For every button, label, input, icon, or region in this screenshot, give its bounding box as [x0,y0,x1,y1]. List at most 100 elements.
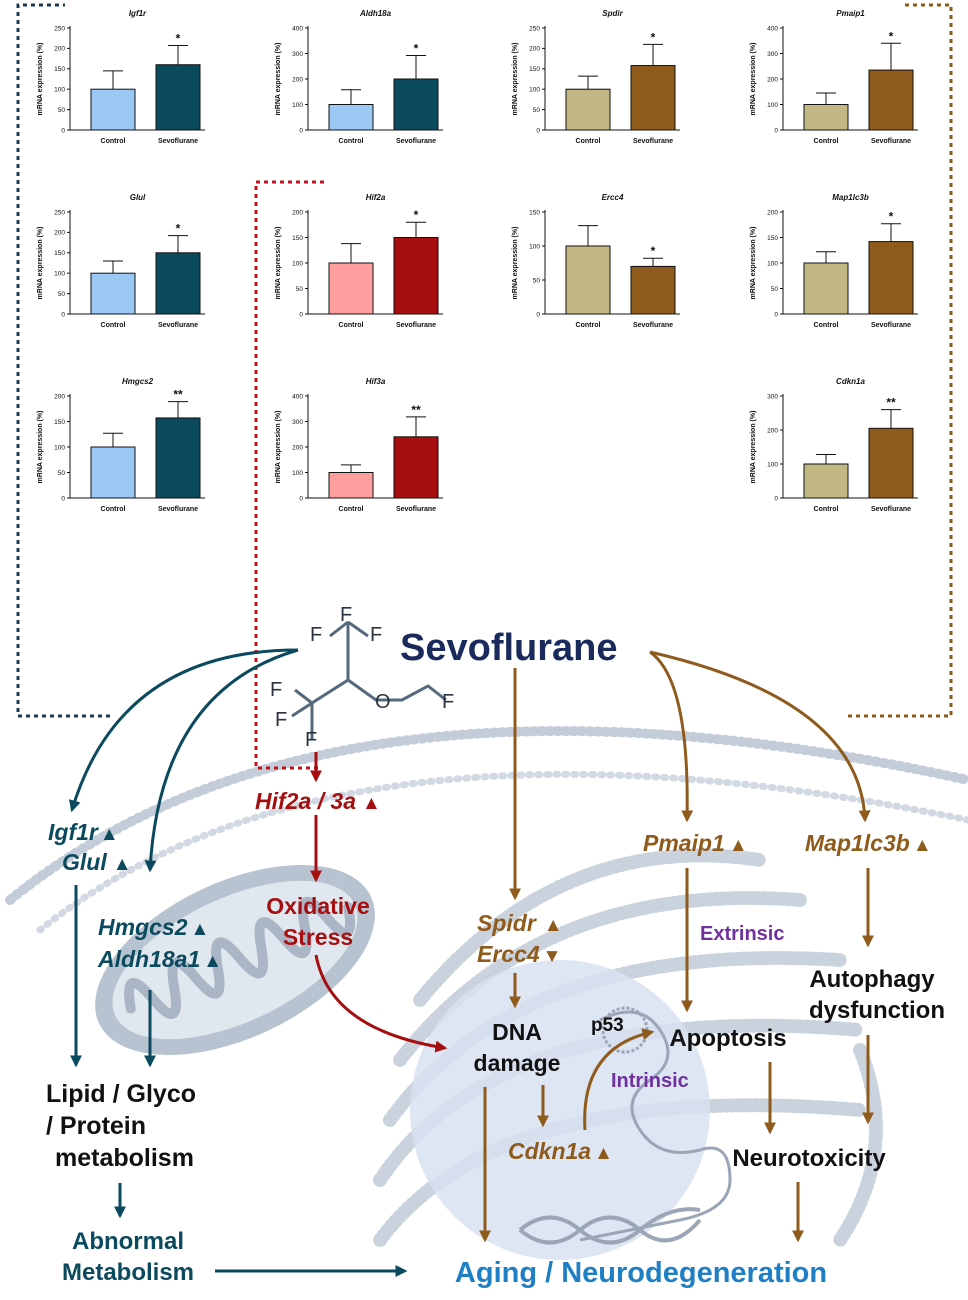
tick-label: 200 [54,393,65,400]
significance-marker: * [651,30,656,44]
tick-label: 0 [61,311,65,318]
bar-sevoflurane [868,427,914,499]
bar-sevoflurane [155,64,201,131]
neurotoxicity-label: Neurotoxicity [732,1145,886,1172]
tick-label: 100 [767,260,778,267]
chart-title-map1lc3b: Map1lc3b [832,193,869,202]
y-axis-label-map1lc3b: mRNA expression (%) [750,227,757,300]
category-label: Control [101,138,126,145]
category-label: Sevoflurane [633,322,673,329]
igf1r-up-arrow: ▲ [100,824,119,845]
y-axis-label-igf1r: mRNA expression (%) [37,43,44,116]
category-label: Control [101,322,126,329]
hif-text: Hif2a / 3a [255,788,356,814]
cell-membrane-dotted-outer [5,726,968,905]
chromatin [579,1010,732,1242]
bar-control [803,104,849,131]
chart-title-ercc4: Ercc4 [602,193,624,202]
category-label: Control [814,138,839,145]
tick-label: 150 [292,235,303,242]
spidr-up-arrow: ▲ [544,915,563,936]
cell-membrane-dotted-inner [36,770,968,934]
bar-sevoflurane [155,252,201,315]
significance-marker: * [176,32,181,46]
significance-marker: * [889,29,894,43]
y-axis-label-cdkn1a: mRNA expression (%) [750,411,757,484]
category-label: Sevoflurane [396,506,436,513]
atom-f2: F [340,604,352,626]
tick-label: 100 [292,260,303,267]
tick-label: 100 [54,444,65,451]
oxidative-line2: Stress [283,924,353,950]
tick-label: 200 [767,209,778,216]
y-axis-label-hif3a: mRNA expression (%) [275,411,282,484]
category-label: Sevoflurane [396,138,436,145]
tick-label: 50 [771,286,779,293]
glul-text: Glul [62,849,107,875]
apoptosis-label: Apoptosis [669,1025,786,1052]
diagram-labels: Sevoflurane Igf1r▲ Glul▲ Hmgcs2▲ Aldh18a… [46,627,945,1289]
brackets [16,3,953,770]
tick-label: 250 [529,25,540,32]
atom-f4: F [270,679,282,701]
bar-sevoflurane [393,78,439,131]
aldh-label: Aldh18a1▲ [97,946,222,972]
bar-control [565,88,611,131]
arrow-to-pmaip1 [649,650,694,823]
category-label: Control [339,138,364,145]
category-label: Control [576,322,601,329]
tick-label: 200 [529,46,540,53]
atom-o: O [375,691,391,713]
glul-label: Glul▲ [62,849,132,875]
significance-marker: * [414,208,419,222]
tick-label: 0 [61,495,65,502]
tick-label: 200 [292,76,303,83]
tick-label: 150 [767,235,778,242]
tick-label: 100 [767,102,778,109]
bar-control [90,446,136,499]
oxidative-line1: Oxidative [266,893,370,919]
map1lc3b-up-arrow: ▲ [913,835,932,856]
spidr-text: Spidr [477,910,537,936]
category-label: Control [814,506,839,513]
tick-label: 0 [299,311,303,318]
bar-sevoflurane [868,241,914,315]
pmaip1-label: Pmaip1▲ [643,830,748,856]
hmgcs2-up-arrow: ▲ [190,919,209,940]
metabolism-line1: Lipid / Glyco [46,1080,196,1108]
tick-label: 250 [54,209,65,216]
tick-label: 250 [54,25,65,32]
bar-control [328,104,374,131]
atom-f7: F [442,691,454,713]
autophagy-line1: Autophagy [809,966,935,993]
mitochondrion [95,865,375,1055]
dna-helix [518,1207,701,1245]
ercc4-text: Ercc4 [477,941,540,967]
category-label: Sevoflurane [158,322,198,329]
category-label: Control [576,138,601,145]
pathway-arrows [69,648,874,1277]
tick-label: 50 [533,107,541,114]
bar-control [565,245,611,315]
tick-label: 100 [54,271,65,278]
dna-line1: DNA [492,1019,542,1045]
tick-label: 150 [54,419,65,426]
tick-label: 50 [296,286,304,293]
bar-sevoflurane [393,237,439,315]
chart-title-hif2a: Hif2a [366,193,386,202]
bar-sevoflurane [155,417,201,499]
y-axis-label-spdir: mRNA expression (%) [512,43,519,116]
igf1r-label: Igf1r▲ [48,819,119,845]
atom-f6: F [305,729,317,751]
category-label: Sevoflurane [871,138,911,145]
chart-title-hmgcs2: Hmgcs2 [122,377,154,386]
tick-label: 50 [58,470,66,477]
arrow-oxidative-to-dna [314,954,448,1053]
tick-label: 50 [58,107,66,114]
tick-label: 100 [292,102,303,109]
significance-marker: * [176,222,181,236]
atom-f5: F [275,709,287,731]
